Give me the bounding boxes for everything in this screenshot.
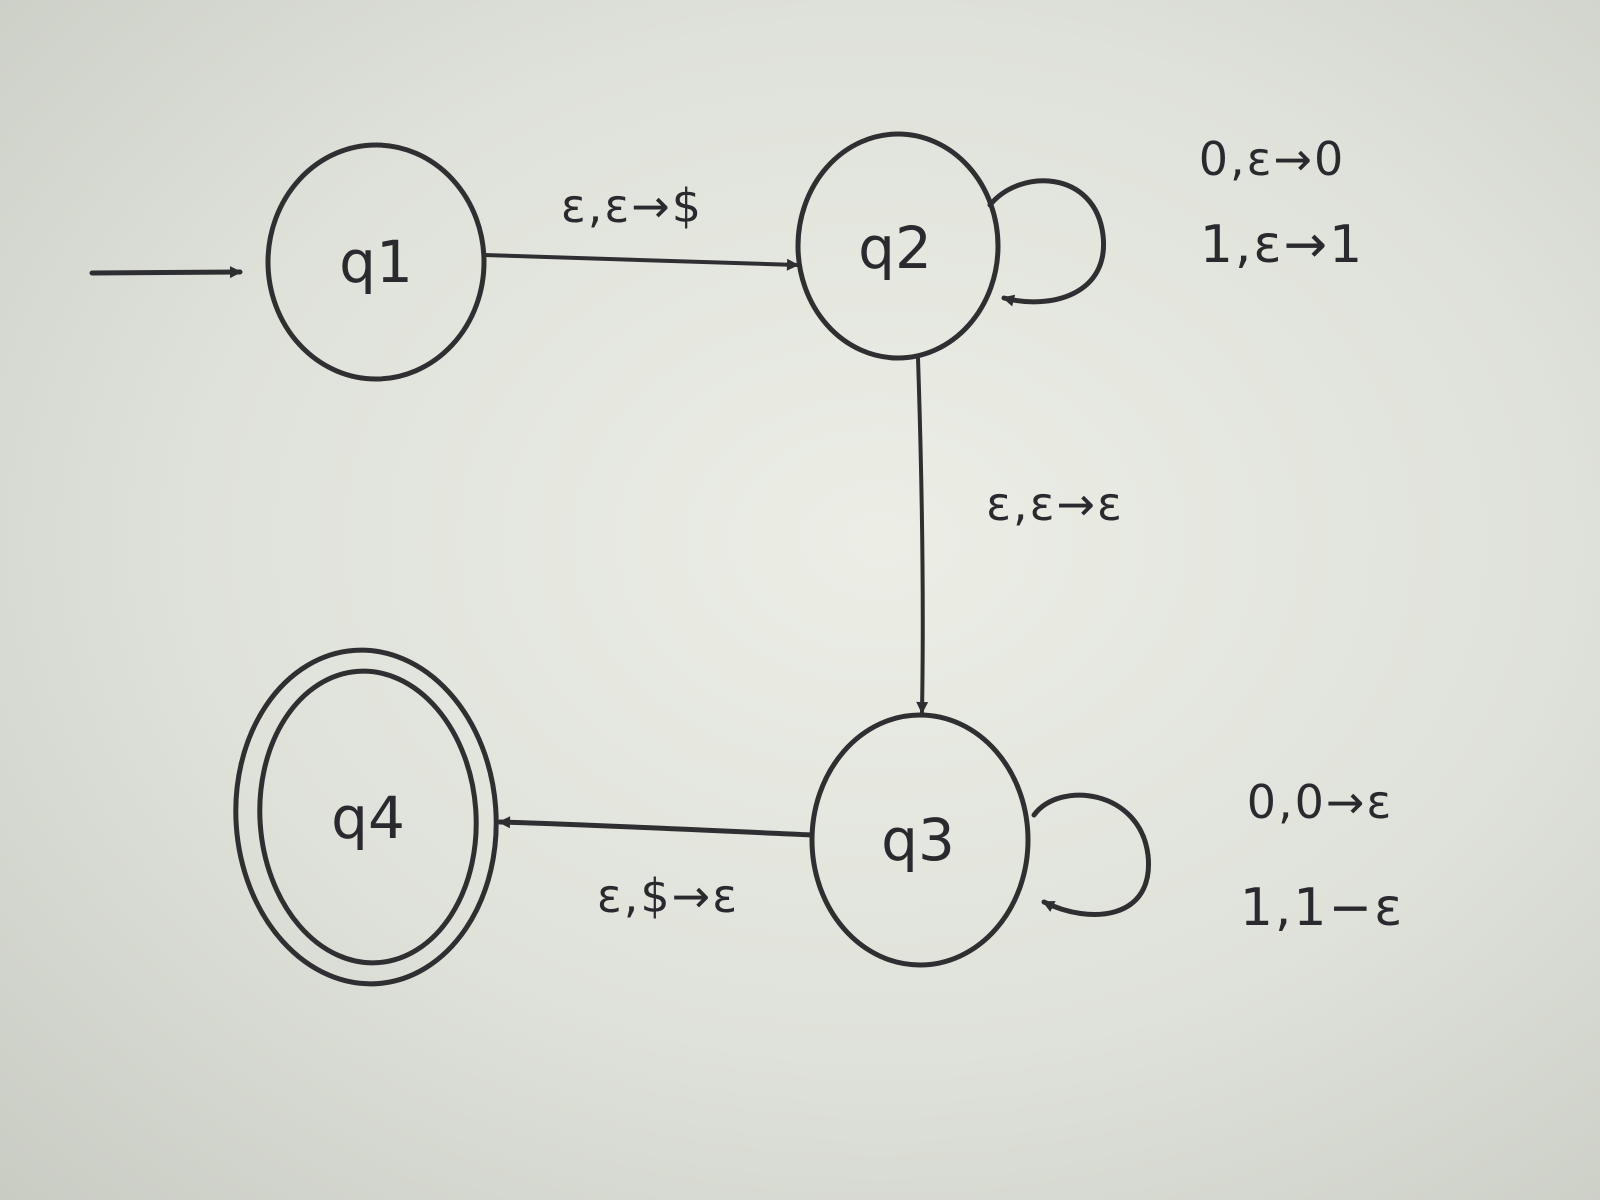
state-q1-label: q1: [339, 228, 413, 296]
transition-q2-loop-arrow: [987, 178, 1107, 307]
transition-q3-loop: 0,0→ε 1,1−ε: [1031, 775, 1404, 938]
state-q2-circle: [795, 131, 1001, 361]
transition-q2-loop-label-2: 1,ε→1: [1200, 215, 1364, 275]
state-q4: q4: [233, 647, 499, 987]
state-q2-label: q2: [858, 214, 932, 282]
transition-q3-q4: ε,$→ε: [497, 816, 815, 923]
transition-q3-loop-label-2: 1,1−ε: [1240, 878, 1404, 938]
transition-q2-q3: ε,ε→ε: [916, 356, 1124, 714]
start-arrow: [89, 266, 243, 279]
state-q3-circle: [809, 712, 1031, 968]
state-q2: q2: [795, 131, 1001, 361]
transition-q3-q4-label: ε,$→ε: [597, 869, 739, 923]
state-q3-label: q3: [881, 806, 955, 874]
transition-q1-q2-arrow: [482, 253, 799, 271]
transition-q3-q4-arrow: [497, 816, 815, 838]
state-q1-circle: [265, 142, 487, 382]
transition-q1-q2-label: ε,ε→$: [561, 179, 703, 233]
transition-q3-loop-arrow: [1031, 792, 1151, 917]
state-q4-inner-circle: [257, 668, 479, 966]
state-q4-outer-circle: [233, 647, 499, 987]
transition-q2-loop-label-1: 0,ε→0: [1199, 132, 1346, 186]
transition-q2-loop: 0,ε→0 1,ε→1: [987, 132, 1364, 307]
state-q1: q1: [265, 142, 487, 382]
transition-q2-q3-label: ε,ε→ε: [986, 477, 1124, 531]
transition-q2-q3-arrow: [916, 356, 929, 714]
transition-q1-q2: ε,ε→$: [482, 179, 799, 271]
state-q4-label: q4: [331, 784, 405, 852]
state-q3: q3: [809, 712, 1031, 968]
transition-q3-loop-label-1: 0,0→ε: [1247, 775, 1394, 829]
